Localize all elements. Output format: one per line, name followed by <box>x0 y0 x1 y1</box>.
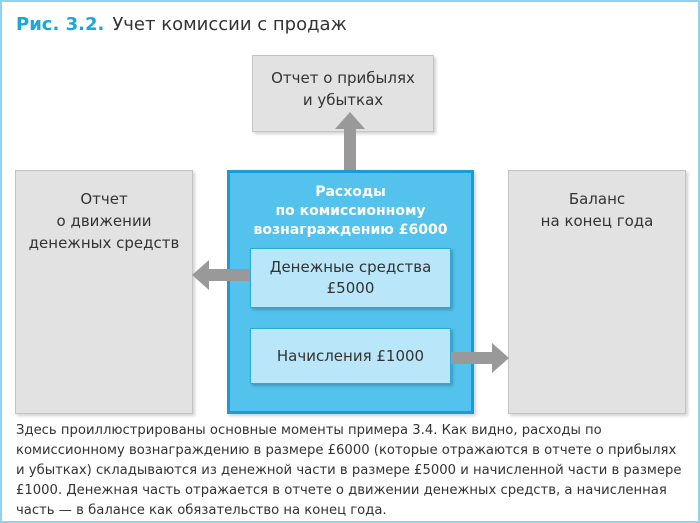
cash-flow-line-1: Отчет <box>80 190 128 208</box>
cash-portion-box: Денежные средства £5000 <box>250 248 451 308</box>
profit-loss-line-1: Отчет о прибылях <box>271 69 415 87</box>
commission-expense-title: Расходы по комиссионному вознаграждению … <box>230 183 471 240</box>
center-title-line-1: Расходы <box>315 184 386 200</box>
balance-sheet-box: Баланс на конец года <box>508 170 686 414</box>
cash-portion-line-2: £5000 <box>326 279 375 297</box>
figure-name: Учет комиссии с продаж <box>112 14 347 35</box>
balance-line-1: Баланс <box>568 190 626 208</box>
accrual-portion-label: Начисления £1000 <box>276 347 425 365</box>
profit-loss-statement-box: Отчет о прибылях и убытках <box>252 55 434 132</box>
cash-portion-line-1: Денежные средства <box>269 258 432 276</box>
center-title-line-3: вознаграждению £6000 <box>253 222 448 238</box>
commission-expense-box: Расходы по комиссионному вознаграждению … <box>227 170 474 414</box>
arrow-left-to-cash-flow <box>192 260 250 290</box>
cash-flow-statement-box: Отчет о движении денежных средств <box>15 170 193 414</box>
cash-flow-line-2: о движении <box>56 212 152 230</box>
center-title-line-2: по комиссионному <box>275 203 426 219</box>
arrow-right-to-balance <box>451 343 509 373</box>
figure-title: Рис. 3.2. Учет комиссии с продаж <box>16 14 347 35</box>
profit-loss-line-2: и убытках <box>302 91 384 109</box>
accrual-portion-box: Начисления £1000 <box>250 328 451 384</box>
cash-flow-line-3: денежных средств <box>28 234 180 252</box>
arrow-up-to-profit-loss <box>335 112 365 174</box>
balance-line-2: на конец года <box>540 212 654 230</box>
figure-number: Рис. 3.2. <box>16 14 105 35</box>
figure-caption: Здесь проиллюстрированы основные моменты… <box>16 423 682 518</box>
